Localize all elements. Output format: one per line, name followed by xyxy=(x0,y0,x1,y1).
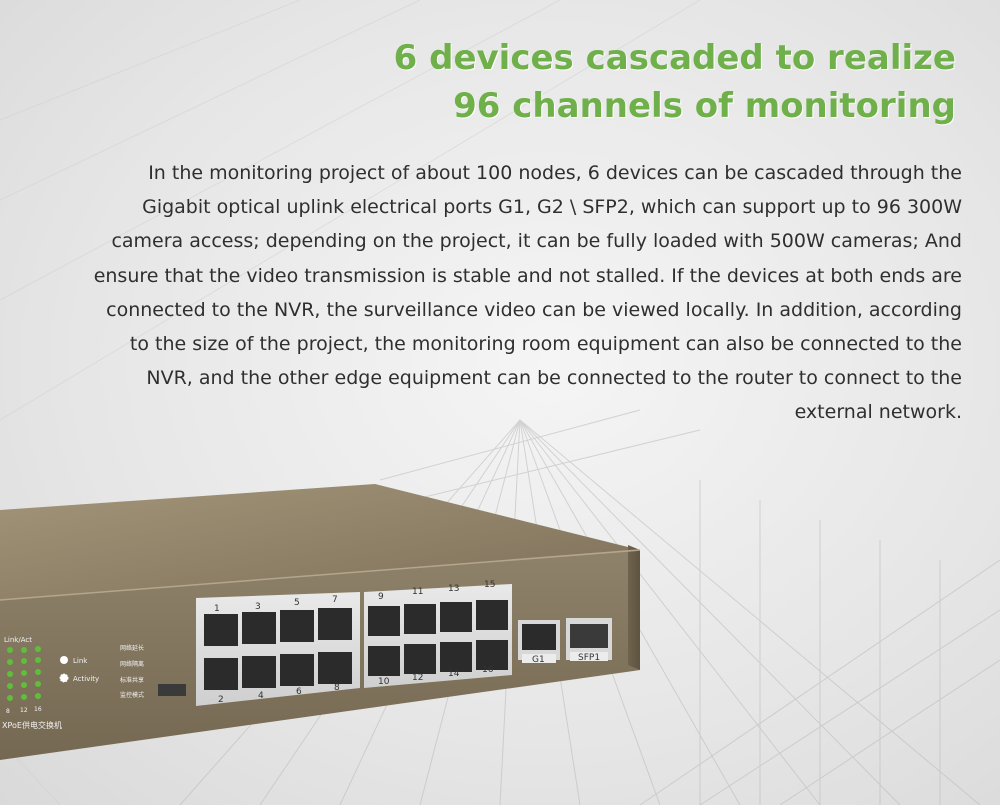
headline-line-2: 96 channels of monitoring xyxy=(453,86,956,126)
port-label-13: 13 xyxy=(448,584,459,594)
legend-activity: Activity xyxy=(73,675,99,683)
description-paragraph: In the monitoring project of about 100 n… xyxy=(93,162,962,424)
rj45-ports xyxy=(204,600,508,690)
uplink-sfp1-port xyxy=(570,624,608,648)
switch-label-3: 标准共享 xyxy=(120,676,144,684)
model-text: XPoE供电交换机 xyxy=(2,720,62,730)
switch-label-2: 网络隔离 xyxy=(120,660,144,668)
port-label-4: 4 xyxy=(258,691,264,701)
port-label-5: 5 xyxy=(294,598,300,608)
uplink-g1-label: G1 xyxy=(532,655,545,665)
port-led-grid xyxy=(7,646,41,701)
port-label-15: 15 xyxy=(484,580,495,590)
port-label-3: 3 xyxy=(255,602,261,612)
port-label-2: 2 xyxy=(218,695,224,705)
port-panel-right xyxy=(364,584,512,688)
uplink-g1-port xyxy=(522,624,556,650)
port-label-8: 8 xyxy=(334,683,340,693)
port-label-6: 6 xyxy=(296,687,302,697)
headline: 6 devices cascaded to realize 96 channel… xyxy=(256,34,956,130)
switch-label-4: 监控模式 xyxy=(120,691,144,699)
chassis-side xyxy=(628,545,640,670)
led-number-16: 16 xyxy=(34,706,42,713)
poe-switch-image: Link/Act 8 12 16 Link Activity 网络延长 网络隔离… xyxy=(0,484,641,760)
link-legend-icon xyxy=(60,656,68,664)
chassis-top xyxy=(0,484,640,600)
headline-line-1: 6 devices cascaded to realize xyxy=(393,38,956,78)
switch-label-1: 网络延长 xyxy=(120,644,144,652)
port-label-16: 16 xyxy=(482,665,494,675)
port-label-1: 1 xyxy=(214,604,220,614)
uplink-sfp1-label: SFP1 xyxy=(578,653,600,663)
led-number-8: 8 xyxy=(6,708,10,715)
led-number-12: 12 xyxy=(20,707,28,714)
port-label-11: 11 xyxy=(412,587,423,597)
port-label-12: 12 xyxy=(412,673,423,683)
port-label-7: 7 xyxy=(332,595,338,605)
mode-dip-switch xyxy=(158,684,186,696)
legend-link: Link xyxy=(73,657,88,665)
port-label-9: 9 xyxy=(378,592,384,602)
activity-legend-icon xyxy=(59,673,69,683)
link-act-label: Link/Act xyxy=(4,636,32,644)
port-label-10: 10 xyxy=(378,677,390,687)
port-label-14: 14 xyxy=(448,669,460,679)
